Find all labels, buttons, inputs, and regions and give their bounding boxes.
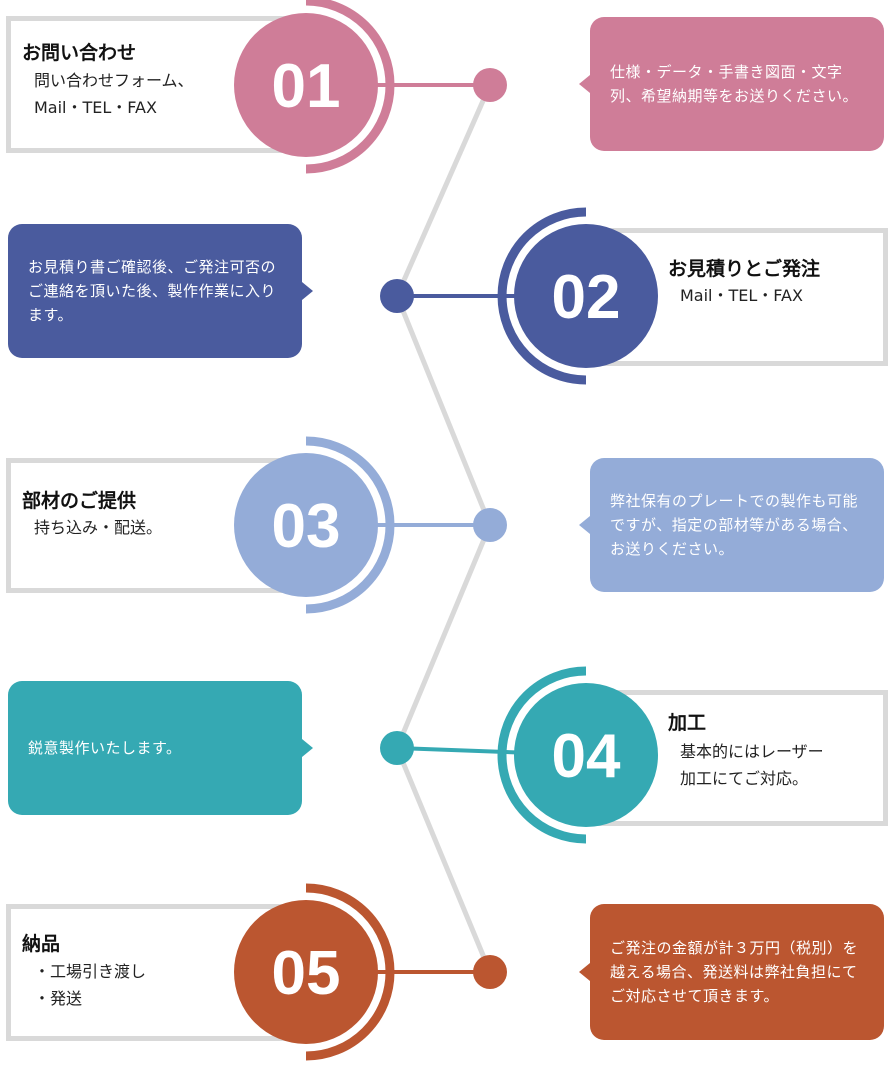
step-2-arc bbox=[497, 207, 587, 385]
step-5-note-text: ご発注の金額が計３万円（税別）を越える場合、発送料は弊社負担にてご対応させて頂き… bbox=[610, 939, 859, 1005]
step-4-circle bbox=[514, 683, 658, 827]
step-1-description-line: Mail・TEL・FAX bbox=[34, 98, 157, 117]
step-3-circle bbox=[234, 453, 378, 597]
step-4-title: 加工 bbox=[668, 712, 707, 734]
step-1-title: お問い合わせ bbox=[22, 42, 137, 64]
step-1-note-bubble: 仕様・データ・手書き図面・文字列、希望納期等をお送りください。 bbox=[579, 17, 884, 151]
step-5-note-bubble: ご発注の金額が計３万円（税別）を越える場合、発送料は弊社負担にてご対応させて頂き… bbox=[579, 904, 884, 1040]
step-5-description-line: ・発送 bbox=[34, 989, 83, 1008]
step-3-description-line: 持ち込み・配送。 bbox=[34, 518, 163, 537]
step-1-dot bbox=[473, 68, 507, 102]
step-3-number: 03 bbox=[272, 492, 341, 561]
step-4-number: 04 bbox=[552, 722, 621, 791]
step-3-arc bbox=[305, 436, 395, 614]
step-4-dot bbox=[380, 731, 414, 765]
bubble-pointer bbox=[579, 75, 590, 93]
step-1-note-text: 仕様・データ・手書き図面・文字列、希望納期等をお送りください。 bbox=[610, 63, 859, 105]
step-4-description-line: 加工にてご対応。 bbox=[680, 769, 809, 788]
step-4-note-text: 鋭意製作いたします。 bbox=[28, 739, 182, 757]
step-1-description-line: 問い合わせフォーム、 bbox=[34, 71, 194, 90]
step-5-number: 05 bbox=[272, 939, 341, 1008]
step-2-description-line: Mail・TEL・FAX bbox=[680, 286, 803, 305]
step-3-title: 部材のご提供 bbox=[22, 490, 137, 512]
step-5-description-line: ・工場引き渡し bbox=[34, 962, 147, 981]
step-2-number: 02 bbox=[552, 263, 621, 332]
step-4-arc bbox=[497, 666, 587, 844]
step-2-note-text: お見積り書ご確認後、ご発注可否のご連絡を頂いた後、製作作業に入ります。 bbox=[28, 258, 277, 324]
step-4-note-bubble: 鋭意製作いたします。 bbox=[8, 681, 313, 815]
bubble-pointer bbox=[579, 516, 590, 534]
step-1-arc bbox=[305, 0, 395, 174]
step-5-dot bbox=[473, 955, 507, 989]
bubble-pointer bbox=[579, 963, 590, 981]
step-4-description-line: 基本的にはレーザー bbox=[680, 742, 824, 761]
step-5-arc bbox=[305, 883, 395, 1061]
step-2-title: お見積りとご発注 bbox=[668, 258, 821, 280]
step-3-dot bbox=[473, 508, 507, 542]
step-1-circle bbox=[234, 13, 378, 157]
step-3-note-bubble: 弊社保有のプレートでの製作も可能ですが、指定の部材等がある場合、お送りください。 bbox=[579, 458, 884, 592]
step-2-circle bbox=[514, 224, 658, 368]
step-5-title: 納品 bbox=[22, 933, 61, 955]
step-2-dot bbox=[380, 279, 414, 313]
step-1-number: 01 bbox=[272, 52, 341, 121]
bubble-pointer bbox=[302, 282, 313, 300]
step-3-note-text: 弊社保有のプレートでの製作も可能ですが、指定の部材等がある場合、お送りください。 bbox=[610, 492, 859, 558]
bubble-pointer bbox=[302, 739, 313, 757]
step-5-circle bbox=[234, 900, 378, 1044]
step-2-note-bubble: お見積り書ご確認後、ご発注可否のご連絡を頂いた後、製作作業に入ります。 bbox=[8, 224, 313, 358]
